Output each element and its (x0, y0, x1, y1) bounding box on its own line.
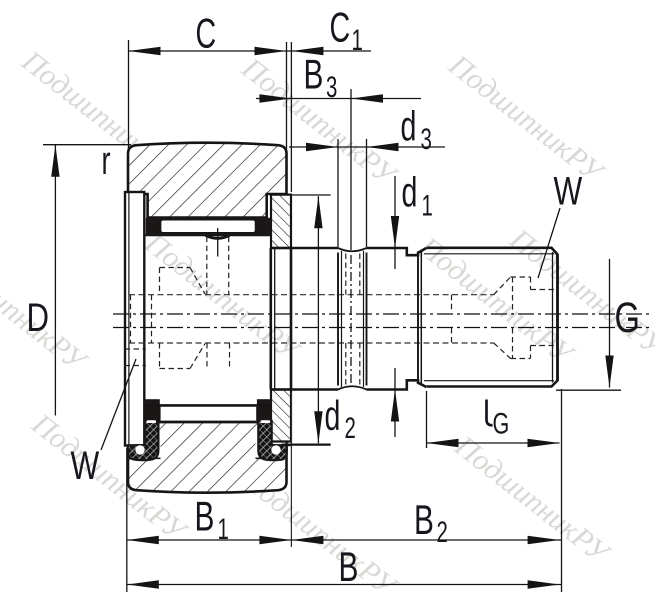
svg-text:d: d (402, 168, 418, 216)
svg-text:d: d (401, 102, 417, 150)
svg-text:W: W (71, 443, 100, 488)
svg-text:ПодшипникРУ: ПодшипникРУ (448, 429, 617, 571)
svg-text:G: G (615, 294, 640, 342)
svg-text:D: D (27, 295, 50, 340)
svg-text:3: 3 (326, 71, 337, 104)
svg-text:2: 2 (345, 412, 356, 445)
svg-text:G: G (493, 406, 510, 440)
svg-text:1: 1 (422, 190, 433, 223)
svg-text:W: W (554, 168, 583, 213)
svg-text:3: 3 (421, 123, 432, 156)
svg-text:r: r (102, 139, 111, 183)
svg-text:1: 1 (218, 513, 229, 546)
svg-text:B: B (304, 50, 324, 97)
svg-text:2: 2 (437, 516, 448, 549)
svg-text:B: B (339, 543, 359, 590)
svg-text:C: C (330, 3, 351, 51)
svg-text:ПодшипникРУ: ПодшипникРУ (442, 48, 611, 190)
svg-text:1: 1 (352, 24, 363, 57)
svg-text:d: d (325, 391, 341, 439)
svg-text:C: C (196, 9, 217, 57)
svg-text:B: B (414, 496, 434, 543)
svg-text:B: B (195, 492, 215, 539)
